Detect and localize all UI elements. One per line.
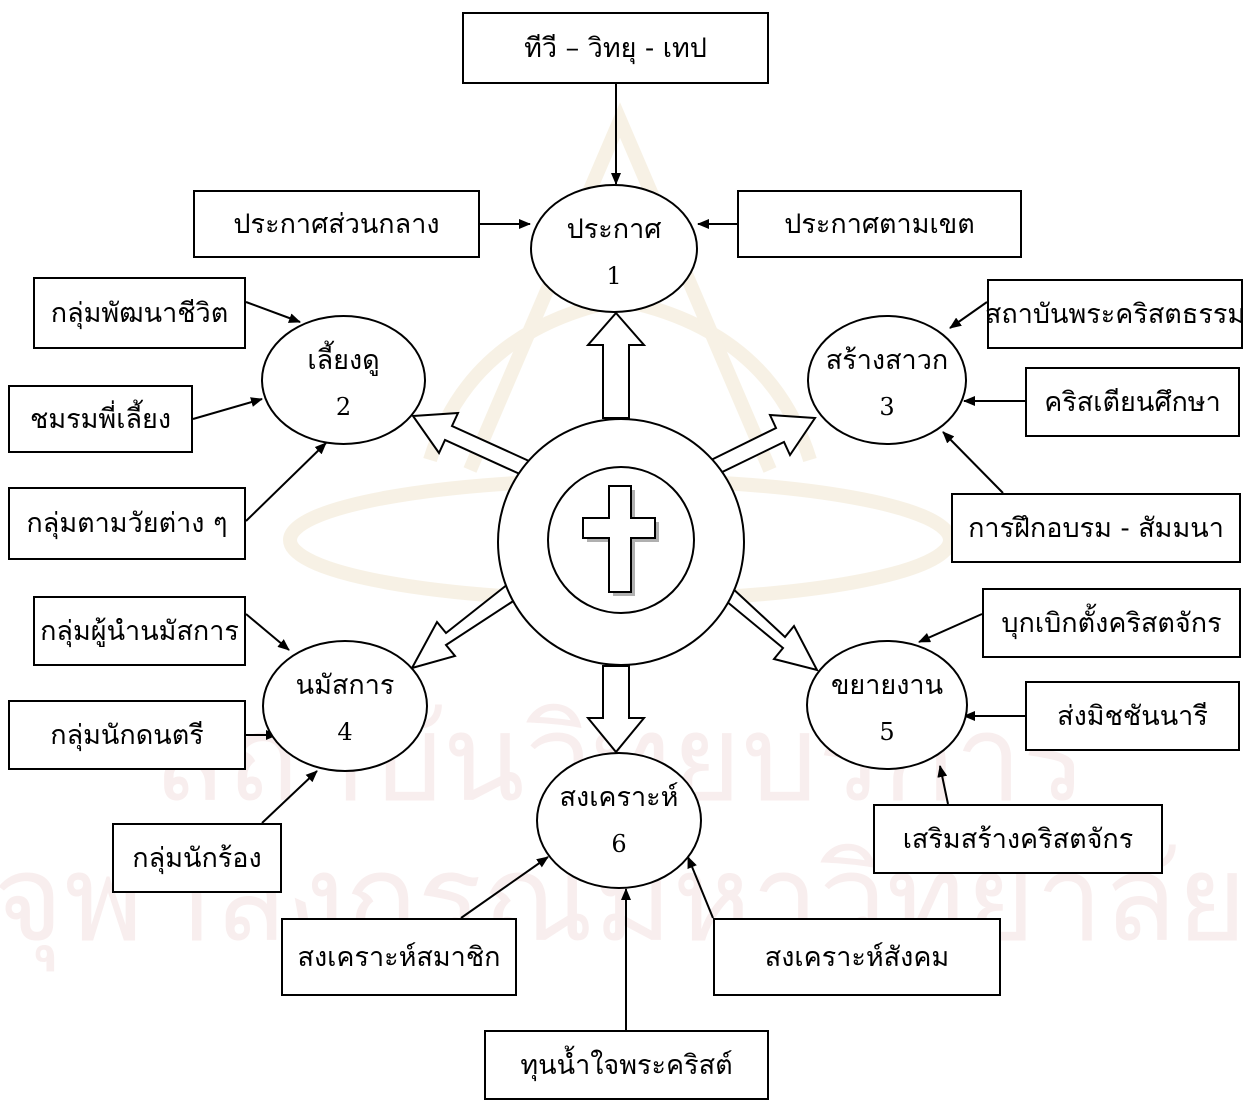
block-arrow-down: [585, 665, 647, 754]
box-social-welfare: สงเคราะห์สังคม: [713, 918, 1001, 996]
node-4-number: 4: [337, 718, 353, 746]
box-district-proclamation: ประกาศตามเขต: [737, 190, 1022, 258]
cross-icon: [582, 485, 659, 596]
box-church-building-up: เสริมสร้างคริสตจักร: [873, 804, 1163, 874]
node-1-title: ประกาศ: [566, 214, 662, 245]
line-b12: [261, 770, 318, 824]
box-member-welfare: สงเคราะห์สมาชิก: [281, 918, 517, 996]
box-tv-radio-tape: ทีวี – วิทยุ - เทป: [462, 12, 769, 84]
box-training-seminar: การฝึกอบรม - สัมมนา: [951, 493, 1241, 563]
box-church-planting: บุกเบิกตั้งคริสตจักร: [982, 588, 1241, 658]
node-3-title: สร้างสาวก: [825, 345, 949, 376]
node-2-title: เลี้ยงดู: [307, 345, 380, 376]
block-arrow-upright: [707, 413, 817, 477]
line-b9: [942, 431, 1004, 494]
node-4: นมัสการ 4: [262, 640, 428, 772]
node-1: ประกาศ 1: [530, 184, 698, 313]
box-age-groups: กลุ่มตามวัยต่าง ๆ: [8, 487, 246, 560]
node-6: สงเคราะห์ 6: [536, 752, 702, 889]
block-arrow-up: [585, 311, 647, 419]
node-3-number: 3: [879, 393, 895, 421]
node-1-number: 1: [606, 262, 622, 290]
node-2: เลี้ยงดู 2: [261, 315, 426, 445]
line-b10: [245, 613, 290, 651]
line-b4: [245, 301, 301, 323]
node-5: ขยายงาน 5: [806, 640, 968, 770]
box-singers: กลุ่มนักร้อง: [112, 823, 282, 893]
box-bible-institute: สถาบันพระคริสตธรรม: [985, 279, 1245, 349]
node-4-title: นมัสการ: [295, 670, 395, 701]
box-musicians: กลุ่มนักดนตรี: [8, 700, 246, 770]
node-5-title: ขยายงาน: [830, 670, 944, 701]
line-b17: [687, 856, 714, 919]
box-christ-fund: ทุนน้ำใจพระคริสต์: [484, 1030, 769, 1100]
block-arrow-downright: [718, 584, 819, 672]
node-5-number: 5: [879, 718, 895, 746]
line-b16: [460, 856, 549, 919]
node-3: สร้างสาวก 3: [807, 315, 967, 445]
block-arrow-upleft: [411, 411, 531, 477]
line-b7: [949, 301, 988, 329]
box-mentor-club: ชมรมพี่เลี้ยง: [8, 385, 193, 453]
line-b13: [918, 613, 983, 643]
node-6-number: 6: [611, 830, 627, 858]
box-central-proclamation: ประกาศส่วนกลาง: [193, 190, 480, 258]
box-christian-education: คริสเตียนศึกษา: [1025, 367, 1240, 437]
node-2-number: 2: [335, 393, 352, 421]
line-b5: [192, 397, 263, 420]
block-arrow-downleft: [409, 582, 523, 670]
line-b15: [937, 765, 949, 805]
box-send-missionaries: ส่งมิชชันนารี: [1025, 681, 1240, 751]
box-life-development: กลุ่มพัฒนาชีวิต: [33, 277, 246, 349]
box-worship-leaders: กลุ่มผู้นำนมัสการ: [33, 596, 246, 666]
center-inner-circle: [547, 466, 695, 614]
line-b6: [245, 442, 327, 522]
node-6-title: สงเคราะห์: [559, 782, 679, 813]
